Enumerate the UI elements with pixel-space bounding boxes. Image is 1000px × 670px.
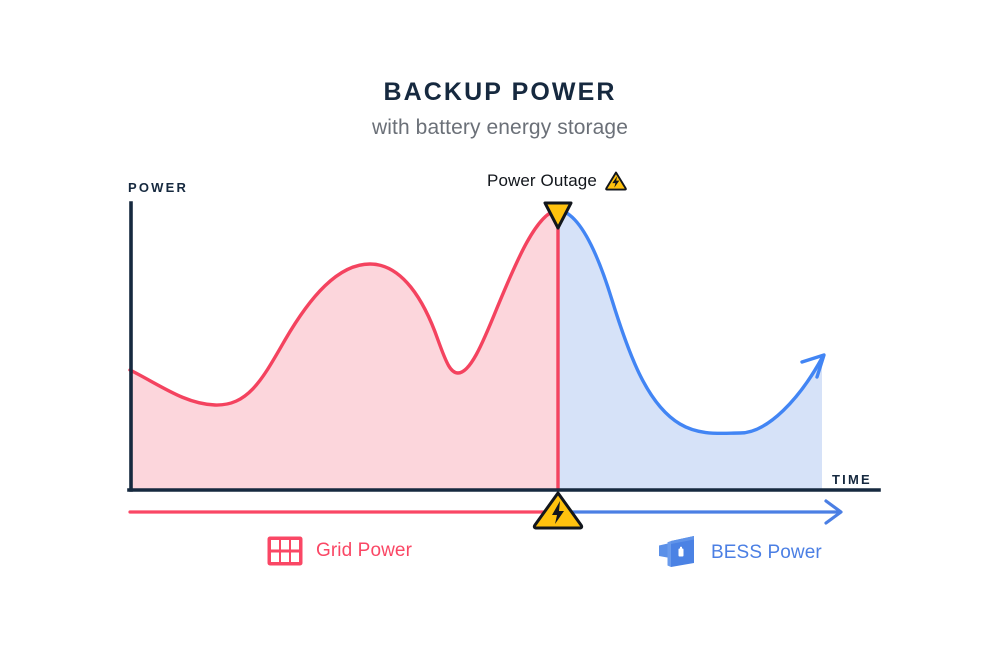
legend-label-grid-power: Grid Power [316, 540, 413, 561]
bess-power-area [558, 210, 822, 490]
page-subtitle: with battery energy storage [371, 115, 628, 139]
x-axis-label: TIME [832, 472, 872, 487]
outage-peak-marker-icon [543, 201, 573, 230]
warning-lightning-icon [604, 170, 628, 192]
grid-squares-icon [267, 536, 303, 566]
y-axis-label: POWER [128, 180, 189, 195]
outage-label: Power Outage [487, 171, 597, 190]
title-block: BACKUP POWER with battery energy storage [0, 78, 1000, 140]
grid-power-curve [128, 208, 560, 407]
timeline-arrowhead-icon [824, 499, 843, 525]
timeline-warning-icon [532, 491, 584, 530]
legend-item-bess-power[interactable]: BESS Power [658, 534, 822, 572]
grid-power-area [130, 210, 558, 490]
legend-item-grid-power[interactable]: Grid Power [267, 536, 412, 566]
battery-container-icon [658, 534, 698, 572]
bess-curve-arrowhead-icon [800, 353, 826, 379]
page-title: BACKUP POWER [383, 78, 617, 106]
bess-power-curve [556, 208, 824, 436]
legend-label-bess-power: BESS Power [711, 542, 822, 563]
outage-annotation: Power Outage [487, 170, 628, 192]
